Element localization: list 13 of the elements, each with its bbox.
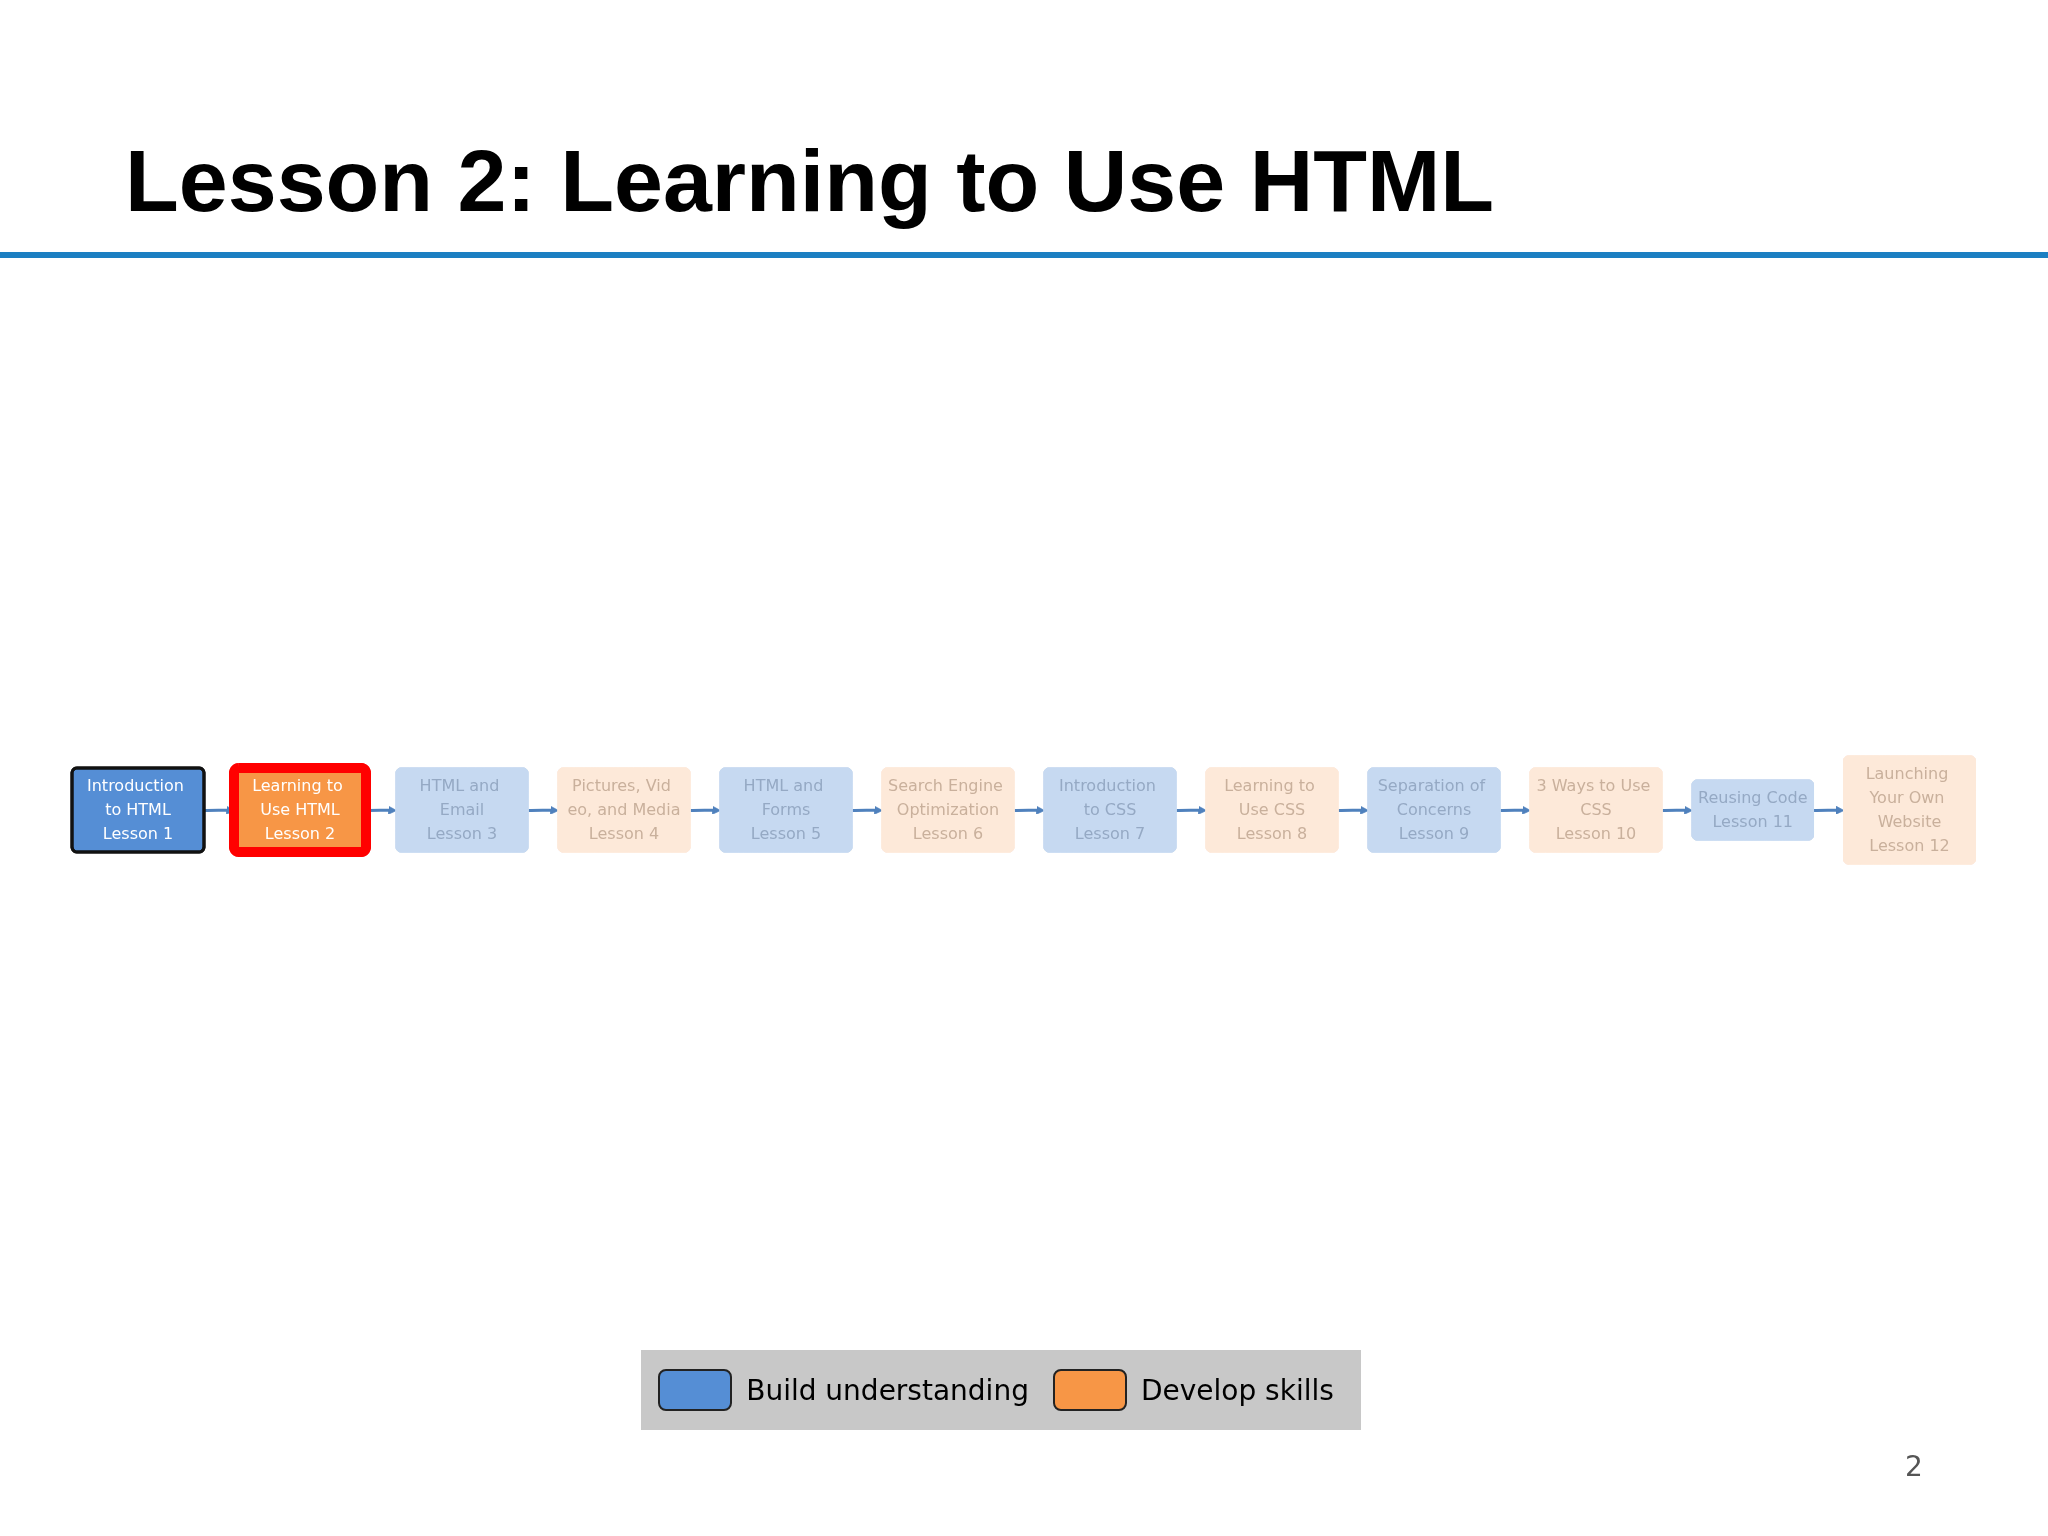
legend-text: Develop skills <box>1140 1373 1334 1407</box>
arrow <box>1014 805 1046 815</box>
slide-title: Lesson 2: Learning to Use HTML <box>125 130 1495 232</box>
arrow <box>1338 805 1370 815</box>
arrow <box>528 805 560 815</box>
legend-text: Build understanding <box>746 1373 1029 1407</box>
page-number: 2 <box>1905 1450 1923 1483</box>
arrow <box>1814 805 1845 815</box>
arrow <box>1662 805 1694 815</box>
arrow <box>1500 805 1532 815</box>
arrow <box>1176 805 1208 815</box>
arrow <box>690 805 722 815</box>
arrow <box>852 805 884 815</box>
